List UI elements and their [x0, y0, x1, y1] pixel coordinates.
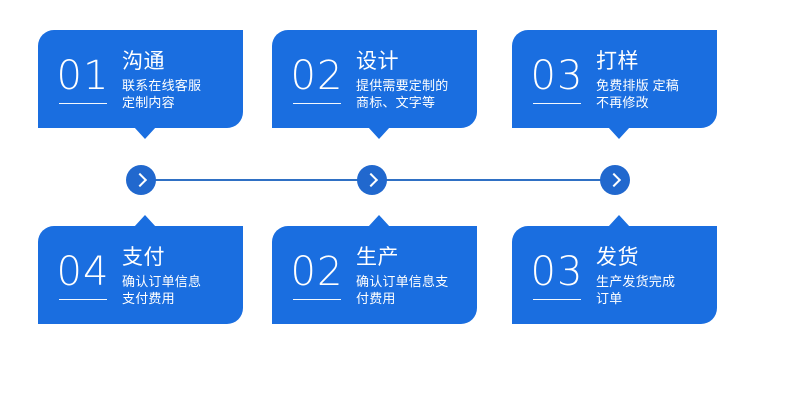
step-description: 联系在线客服 定制内容	[122, 78, 202, 110]
step-title: 打样	[596, 50, 639, 73]
step-number: 02	[290, 53, 344, 99]
process-card-step-5[interactable]: 02 生产 确认订单信息支 付费用	[272, 215, 477, 324]
step-number: 01	[56, 53, 110, 99]
card-pointer-up-icon	[608, 215, 630, 227]
card-pointer-down-icon	[368, 127, 390, 139]
connector-line-segment	[141, 179, 372, 181]
step-number-block: 03	[518, 54, 596, 104]
chevron-right-icon	[363, 172, 378, 188]
step-title: 生产	[356, 246, 399, 269]
process-card-step-6[interactable]: 03 发货 生产发货完成 订单	[512, 215, 717, 324]
step-number-block: 02	[278, 250, 356, 300]
step-description: 提供需要定制的 商标、文字等	[356, 78, 449, 110]
step-text-block: 沟通 联系在线客服 定制内容	[122, 47, 243, 111]
chevron-right-icon	[606, 172, 621, 188]
step-title: 设计	[356, 50, 399, 73]
step-description: 生产发货完成 订单	[596, 274, 676, 306]
step-text-block: 设计 提供需要定制的 商标、文字等	[356, 47, 477, 111]
step-title: 沟通	[122, 50, 165, 73]
step-number-block: 04	[44, 250, 122, 300]
process-card-step-1[interactable]: 01 沟通 联系在线客服 定制内容	[38, 30, 243, 139]
step-text-block: 支付 确认订单信息 支付费用	[122, 243, 243, 307]
card-pointer-up-icon	[368, 215, 390, 227]
step-number-underline	[293, 103, 341, 104]
connector-rail	[0, 160, 790, 200]
card-pointer-down-icon	[608, 127, 630, 139]
process-card-step-2[interactable]: 02 设计 提供需要定制的 商标、文字等	[272, 30, 477, 139]
step-number: 02	[290, 249, 344, 295]
step-description: 确认订单信息 支付费用	[122, 274, 202, 306]
chevron-right-icon	[132, 172, 147, 188]
step-number: 03	[530, 249, 584, 295]
step-number: 04	[56, 249, 110, 295]
step-number-block: 03	[518, 250, 596, 300]
step-text-block: 打样 免费排版 定稿 不再修改	[596, 47, 717, 111]
step-title: 发货	[596, 246, 639, 269]
step-number-underline	[59, 299, 107, 300]
step-number-underline	[533, 103, 581, 104]
step-text-block: 生产 确认订单信息支 付费用	[356, 243, 477, 307]
connector-node-1[interactable]	[126, 165, 156, 195]
connector-node-2[interactable]	[357, 165, 387, 195]
step-number-underline	[533, 299, 581, 300]
step-number-underline	[293, 299, 341, 300]
card-pointer-down-icon	[134, 127, 156, 139]
step-number-underline	[59, 103, 107, 104]
process-card-step-3[interactable]: 03 打样 免费排版 定稿 不再修改	[512, 30, 717, 139]
step-title: 支付	[122, 246, 165, 269]
connector-line-segment	[372, 179, 615, 181]
step-number: 03	[530, 53, 584, 99]
process-card-step-4[interactable]: 04 支付 确认订单信息 支付费用	[38, 215, 243, 324]
step-number-block: 01	[44, 54, 122, 104]
step-number-block: 02	[278, 54, 356, 104]
step-description: 免费排版 定稿 不再修改	[596, 78, 680, 110]
connector-node-3[interactable]	[600, 165, 630, 195]
step-description: 确认订单信息支 付费用	[356, 274, 449, 306]
card-pointer-up-icon	[134, 215, 156, 227]
step-text-block: 发货 生产发货完成 订单	[596, 243, 717, 307]
